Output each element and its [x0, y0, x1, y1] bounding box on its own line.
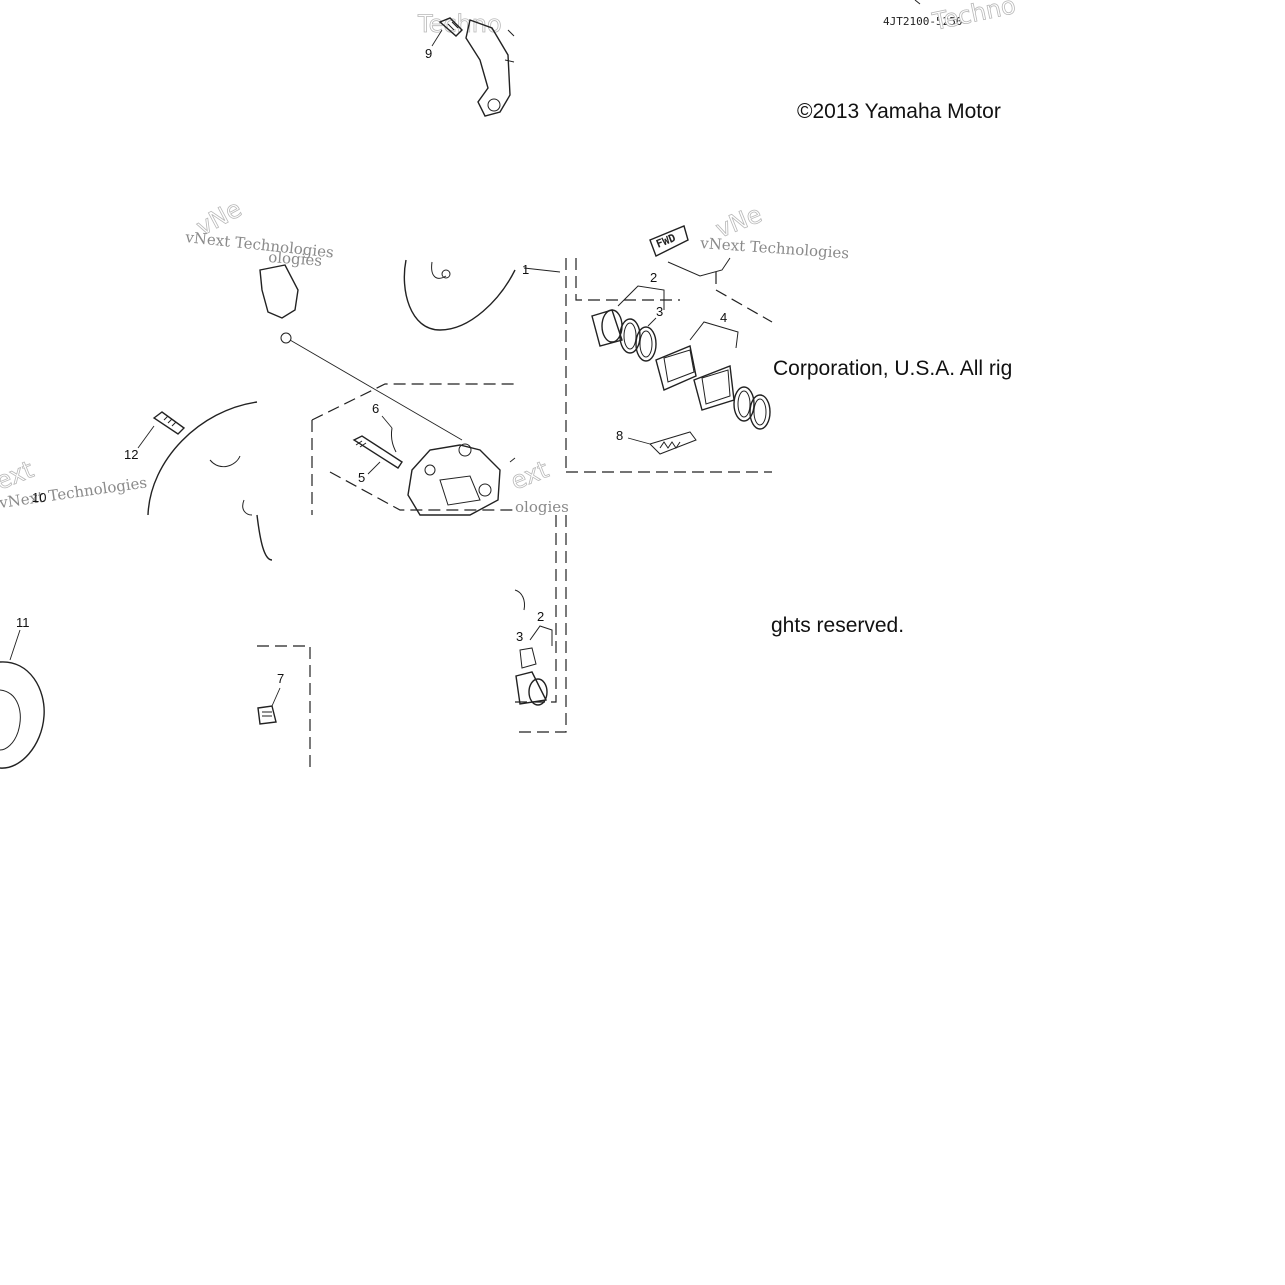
part-bleed-screw-7 [257, 705, 277, 725]
part-seals [619, 318, 657, 362]
copyright-line-2: Corporation, U.S.A. All rig [773, 357, 1012, 380]
callout-10: 10 [32, 490, 46, 505]
part-bolt-12 [152, 411, 186, 435]
callout-3-lower: 3 [516, 629, 523, 644]
tile-disc-left: 12 ext vNext Technologies 10 [0, 401, 258, 516]
callout-11: 11 [16, 615, 30, 630]
diagram-code: 4JT2100-5250 [883, 15, 962, 28]
callout-4: 4 [720, 310, 727, 325]
watermark-mid: ext ologies [506, 455, 569, 516]
part-spring-8 [649, 431, 697, 455]
watermark-fragment-top: Techno [417, 10, 502, 38]
part-piston [591, 309, 623, 347]
disc-edge-lower [256, 514, 273, 561]
callout-8: 8 [616, 428, 623, 443]
callout-7: 7 [277, 671, 284, 686]
copyright-line-3: ghts reserved. [771, 614, 904, 637]
part-pads-4 [655, 345, 735, 411]
fwd-tag: FWD [649, 225, 689, 257]
callout-5: 5 [358, 470, 365, 485]
tile-disc-lower: 11 [0, 615, 45, 769]
part-bolt-9 [438, 17, 463, 37]
fwd-label: FWD [654, 231, 678, 251]
callout-12: 12 [124, 447, 138, 462]
tile-bleed: 7 [257, 645, 311, 770]
part-brake-arm [465, 19, 515, 117]
watermark-fragment-mid-2: ologies [515, 498, 569, 516]
callout-2-lower: 2 [537, 609, 544, 624]
callout-3: 3 [656, 304, 663, 319]
tile-caliper: ologies 5 6 [259, 248, 516, 516]
watermark-fragment-next: ext [507, 455, 553, 495]
tile-pads: FWD vNe vNext Technologies 1 2 3 [522, 200, 850, 473]
part-caliper [407, 443, 501, 516]
tile-diagram-code: 4JT2100-5250 Techno [883, 0, 1018, 36]
watermark-fragment-code: Techno [929, 0, 1018, 36]
part-piston-lower [515, 647, 548, 706]
callout-1: 1 [522, 262, 529, 277]
part-pin-5 [352, 435, 403, 469]
watermark-text-right: vNext Technologies [699, 234, 850, 262]
copyright-line-1: ©2013 Yamaha Motor [797, 100, 1001, 123]
watermark-fragment-mid: ologies [268, 248, 323, 270]
callout-9: 9 [425, 46, 432, 61]
tile-piston-lower: 2 3 [514, 515, 567, 733]
callout-6: 6 [372, 401, 379, 416]
callout-2: 2 [650, 270, 657, 285]
tile-brake-arm: Techno 9 [417, 10, 515, 117]
